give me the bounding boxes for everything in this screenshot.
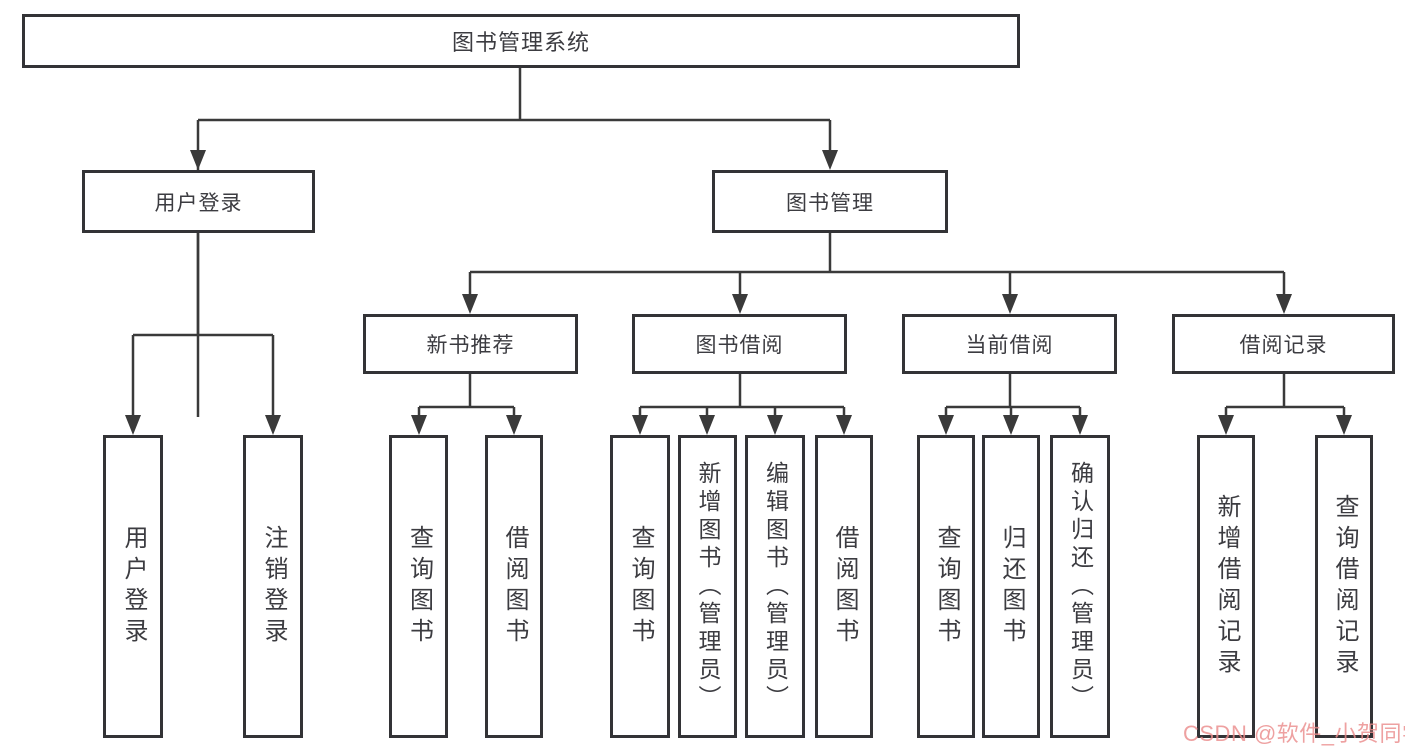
connector-current-to-leaves (944, 374, 1082, 417)
csdn-watermark: CSDN @软件_小贺同学 (1183, 721, 1405, 746)
node-book-management: 图书管理 (712, 170, 948, 233)
connector-new-books-to-leaves (417, 374, 516, 417)
leaf-user-login: 用户登录 (103, 435, 163, 738)
connector-borrow-to-leaves (638, 374, 846, 417)
node-current-borrow: 当前借阅 (902, 314, 1117, 374)
node-user-login: 用户登录 (82, 170, 315, 233)
leaf-return-books: 归还图书 (982, 435, 1040, 738)
connector-user-login-to-leaves (131, 233, 275, 417)
leaf-query-books-borrow: 查询图书 (610, 435, 670, 738)
leaf-add-books-admin: 新增图书（管理员） (678, 435, 737, 738)
node-new-book-recommend: 新书推荐 (363, 314, 578, 374)
leaf-add-borrow-record-label: 新增借阅记录 (1213, 493, 1240, 680)
arrowheads-level3 (462, 294, 1292, 314)
leaf-logout: 注销登录 (243, 435, 303, 738)
arrowheads-new-books-leaves (411, 415, 522, 435)
leaf-logout-label: 注销登录 (260, 524, 287, 649)
leaf-user-login-label: 用户登录 (120, 524, 147, 649)
leaf-edit-books-admin-label: 编辑图书（管理员） (762, 460, 789, 713)
leaf-query-books-recommend: 查询图书 (389, 435, 448, 738)
arrowheads-borrow-leaves (632, 415, 852, 435)
node-book-borrow-label: 图书借阅 (695, 334, 784, 357)
leaf-borrow-books: 借阅图书 (815, 435, 873, 738)
leaf-query-books-current-label: 查询图书 (933, 524, 960, 649)
node-new-book-recommend-label: 新书推荐 (426, 334, 515, 357)
leaf-query-books-recommend-label: 查询图书 (405, 524, 433, 649)
node-root-system: 图书管理系统 (22, 14, 1020, 68)
leaf-borrow-books-recommend-label: 借阅图书 (501, 524, 528, 649)
leaf-query-books-borrow-label: 查询图书 (627, 524, 654, 649)
arrowheads-user-login-leaves (125, 415, 281, 435)
node-borrow-records: 借阅记录 (1172, 314, 1395, 374)
leaf-query-borrow-record: 查询借阅记录 (1315, 435, 1373, 738)
leaf-borrow-books-recommend: 借阅图书 (485, 435, 543, 738)
arrowheads-current-leaves (938, 415, 1088, 435)
leaf-edit-books-admin: 编辑图书（管理员） (745, 435, 805, 738)
leaf-query-borrow-record-label: 查询借阅记录 (1331, 493, 1358, 680)
connector-book-mgmt-to-level3 (468, 233, 1286, 296)
node-current-borrow-label: 当前借阅 (965, 334, 1054, 357)
arrowheads-level2 (190, 150, 838, 170)
node-book-borrow: 图书借阅 (632, 314, 847, 374)
leaf-confirm-return-admin-label: 确认归还（管理员） (1067, 460, 1094, 713)
connector-records-to-leaves (1224, 374, 1346, 417)
leaf-query-books-current: 查询图书 (917, 435, 975, 738)
leaf-add-borrow-record: 新增借阅记录 (1197, 435, 1255, 738)
node-user-login-label: 用户登录 (154, 191, 243, 215)
leaf-confirm-return-admin: 确认归还（管理员） (1050, 435, 1110, 738)
node-borrow-records-label: 借阅记录 (1239, 334, 1328, 357)
leaf-borrow-books-label: 借阅图书 (831, 524, 858, 649)
leaf-add-books-admin-label: 新增图书（管理员） (695, 460, 721, 713)
node-book-management-label: 图书管理 (786, 191, 874, 215)
leaf-return-books-label: 归还图书 (998, 524, 1025, 649)
node-root-label: 图书管理系统 (451, 30, 590, 55)
arrowheads-records-leaves (1218, 415, 1352, 435)
